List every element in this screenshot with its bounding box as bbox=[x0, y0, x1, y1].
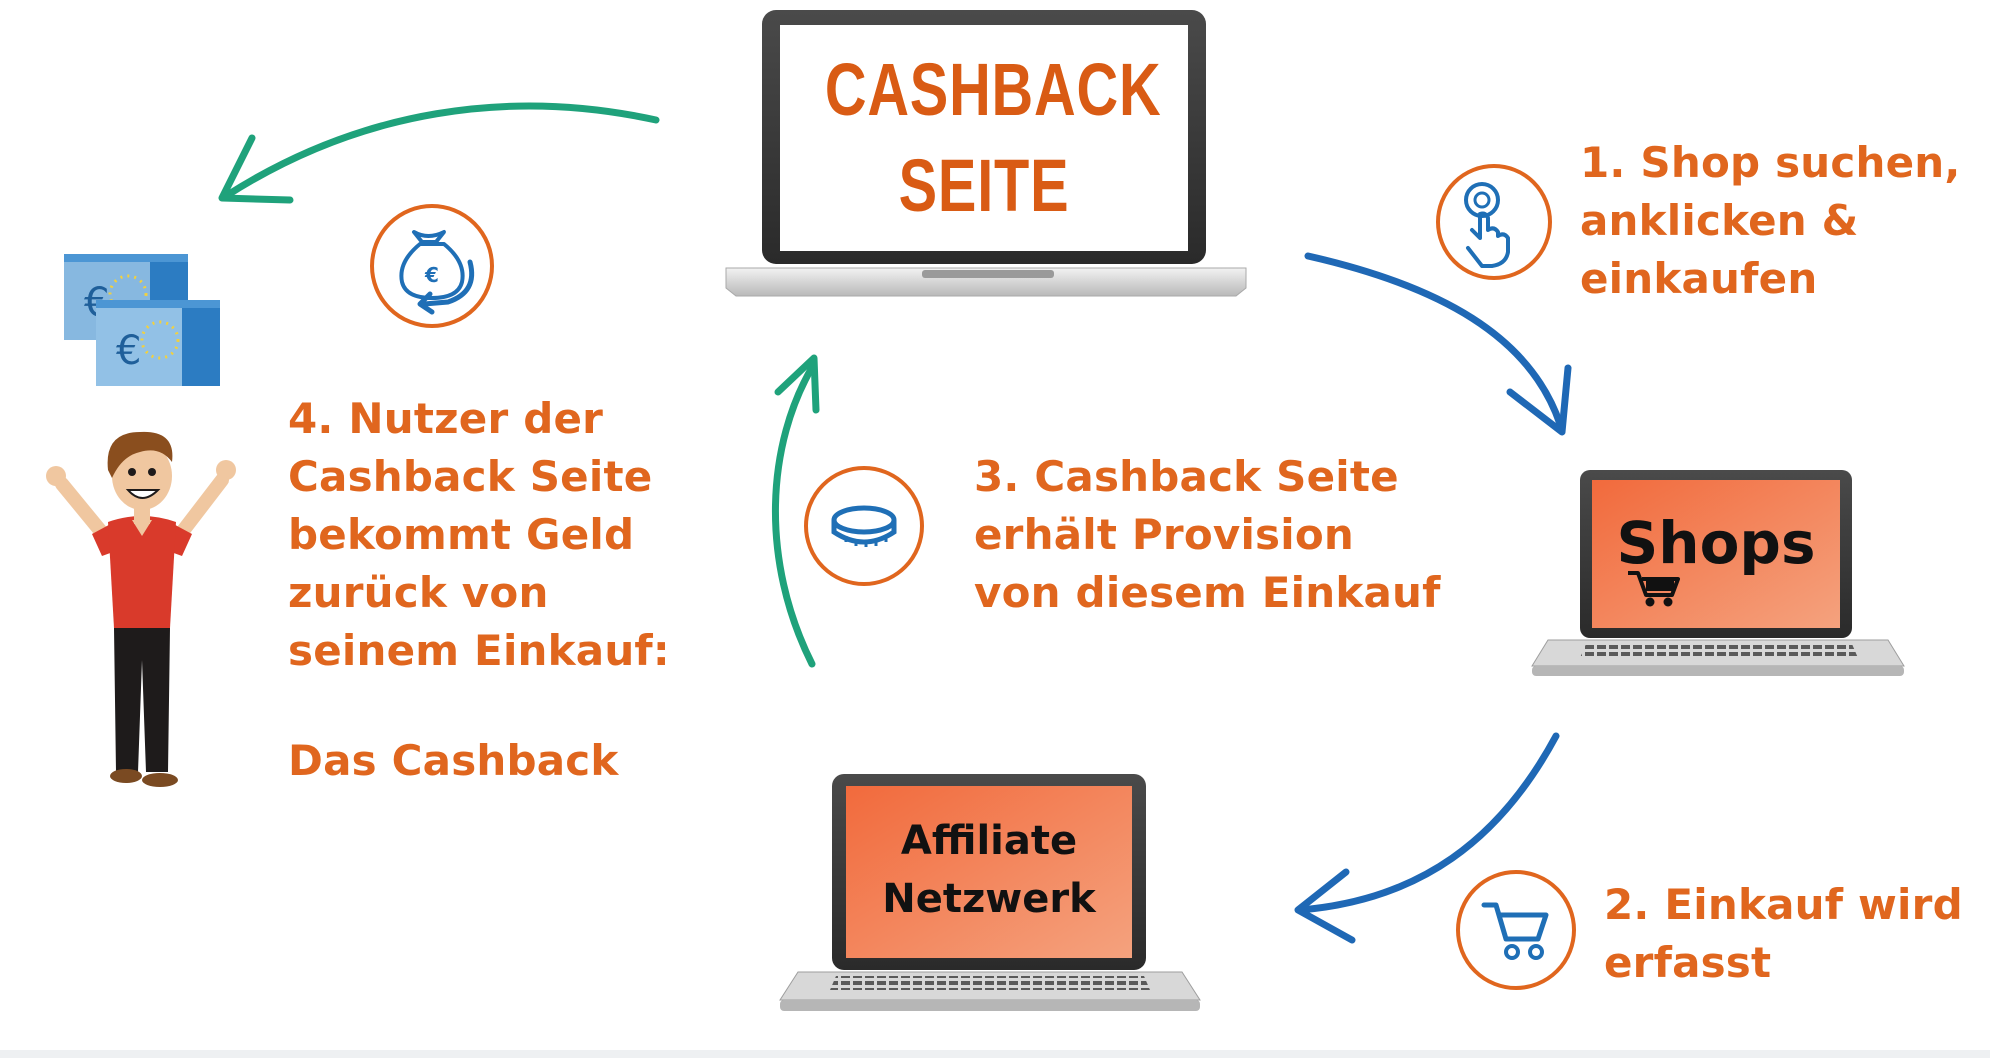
step1-line: 1. Shop suchen, bbox=[1580, 138, 1961, 187]
step3-text: 3. Cashback Seite erhält Provision von d… bbox=[974, 448, 1441, 622]
step1-hand-pointer-icon bbox=[1436, 164, 1552, 280]
step2-line: 2. Einkauf wird bbox=[1604, 880, 1963, 929]
arrow-cashback-to-shops bbox=[1304, 252, 1572, 436]
step4-line: seinem Einkauf: bbox=[288, 626, 670, 675]
affiliate-title-line2: Netzwerk bbox=[882, 876, 1096, 922]
shops-laptop bbox=[1531, 470, 1905, 676]
affiliate-network-laptop bbox=[779, 774, 1201, 1011]
step4-line: zurück von bbox=[288, 568, 549, 617]
step4-line: bekommt Geld bbox=[288, 510, 635, 559]
arrow-shops-to-affiliate bbox=[1294, 732, 1560, 944]
step3-line: erhält Provision bbox=[974, 510, 1355, 559]
arrow-cashback-to-user bbox=[218, 102, 660, 204]
svg-text:€: € bbox=[116, 328, 141, 374]
shops-screen-label: Shops bbox=[1616, 509, 1816, 577]
cashback-title-line2: SEITE bbox=[898, 144, 1070, 227]
bottom-strip bbox=[0, 1050, 1990, 1058]
step4-text: 4. Nutzer der Cashback Seite bekommt Gel… bbox=[288, 390, 670, 680]
step1-text: 1. Shop suchen, anklicken & einkaufen bbox=[1580, 134, 1961, 308]
euro-banknotes-illustration: € € bbox=[64, 254, 220, 386]
step3-coin-icon bbox=[804, 466, 924, 586]
step2-shopping-cart-icon bbox=[1456, 870, 1576, 990]
step1-line: einkaufen bbox=[1580, 254, 1818, 303]
step3-line: 3. Cashback Seite bbox=[974, 452, 1399, 501]
affiliate-screen-label: Affiliate Netzwerk bbox=[846, 812, 1132, 928]
shops-cart-icon bbox=[1628, 571, 1680, 607]
svg-text:€: € bbox=[424, 263, 439, 287]
step3-line: von diesem Einkauf bbox=[974, 568, 1441, 617]
affiliate-title-line1: Affiliate bbox=[900, 818, 1078, 864]
cashback-site-laptop bbox=[725, 10, 1247, 297]
step1-line: anklicken & bbox=[1580, 196, 1859, 245]
step2-text: 2. Einkauf wird erfasst bbox=[1604, 876, 1963, 992]
step4-cashback-label: Das Cashback bbox=[288, 736, 619, 785]
cashback-title-line1: CASHBACK bbox=[824, 48, 1162, 131]
cashback-site-screen-label: CASHBACK SEITE bbox=[824, 42, 1162, 234]
arrow-affiliate-to-cashback bbox=[771, 354, 820, 668]
step4-money-bag-icon: € bbox=[370, 204, 494, 328]
happy-user-figure bbox=[46, 431, 236, 787]
step4-line: Cashback Seite bbox=[288, 452, 653, 501]
step2-line: erfasst bbox=[1604, 938, 1772, 987]
step4-line: 4. Nutzer der bbox=[288, 394, 604, 443]
